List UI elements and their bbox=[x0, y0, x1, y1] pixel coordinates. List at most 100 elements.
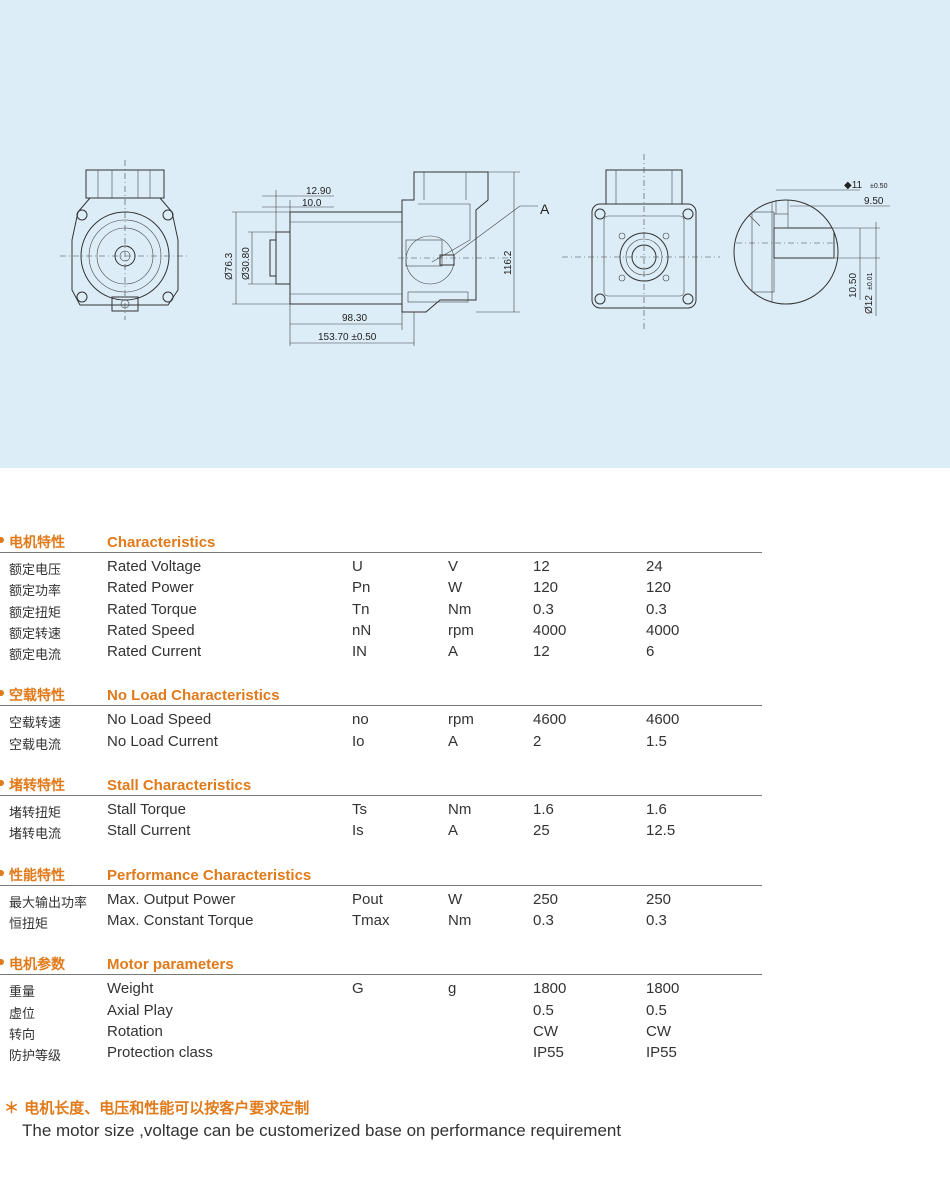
param-name-en: Max. Constant Torque bbox=[107, 911, 254, 929]
value-24v: 250 bbox=[646, 890, 672, 908]
param-name-cn: 额定功率 bbox=[9, 584, 62, 600]
param-name-en: Rated Speed bbox=[107, 621, 195, 639]
param-name-en: Weight bbox=[107, 980, 154, 998]
value-12v: 0.3 bbox=[533, 911, 554, 929]
bullet-icon bbox=[0, 780, 4, 787]
value-24v: 12.5 bbox=[646, 822, 676, 840]
section-divider bbox=[0, 974, 762, 976]
note-english: The motor size ,voltage can be customeri… bbox=[22, 1121, 622, 1140]
dim-11-tol: ±0.50 bbox=[870, 183, 888, 190]
dim-10-0: 10.0 bbox=[302, 198, 322, 209]
section-title-cn: 空载特性 bbox=[9, 688, 65, 705]
param-name-en: Protection class bbox=[107, 1044, 213, 1062]
param-name-cn: 堵转电流 bbox=[9, 827, 62, 843]
value-12v: 120 bbox=[533, 579, 559, 597]
label-a: A bbox=[540, 201, 550, 217]
param-unit: Nm bbox=[448, 911, 472, 929]
value-12v: 4000 bbox=[533, 621, 567, 639]
value-24v: 1800 bbox=[646, 980, 680, 998]
param-name-cn: 额定电压 bbox=[9, 563, 62, 578]
param-name-cn: 最大输出功率 bbox=[9, 895, 88, 911]
value-24v: 1.5 bbox=[646, 732, 667, 750]
value-24v: 0.5 bbox=[646, 1001, 667, 1019]
param-name-en: Max. Output Power bbox=[107, 890, 236, 908]
dim-10-50: 10.50 bbox=[848, 273, 859, 298]
param-symbol: Tmax bbox=[352, 911, 390, 929]
dim-12-90: 12.90 bbox=[306, 186, 331, 197]
value-24v: 4600 bbox=[646, 711, 680, 729]
dim-9-50: 9.50 bbox=[864, 196, 884, 207]
bullet-icon bbox=[0, 690, 4, 697]
param-name-en: Rated Voltage bbox=[107, 558, 202, 575]
output-face-view bbox=[562, 154, 720, 330]
param-name-en: Rated Power bbox=[107, 579, 194, 597]
value-12v: 4600 bbox=[533, 711, 567, 729]
param-unit: W bbox=[448, 890, 463, 908]
param-unit: A bbox=[448, 822, 459, 840]
section-title-en: Motor parameters bbox=[107, 956, 234, 974]
front-view bbox=[60, 160, 190, 320]
bullet-icon bbox=[0, 959, 4, 966]
section-divider bbox=[0, 552, 762, 553]
param-symbol: Io bbox=[352, 732, 365, 750]
param-unit: A bbox=[448, 732, 459, 750]
param-name-en: Rated Torque bbox=[107, 600, 197, 618]
param-unit: Nm bbox=[448, 801, 472, 819]
dim-12-tol: ±0.01 bbox=[867, 272, 874, 290]
section-title-en: No Load Characteristics bbox=[107, 687, 280, 705]
section-title-en: Stall Characteristics bbox=[107, 777, 252, 795]
param-name-en: Rated Current bbox=[107, 643, 202, 661]
value-12v: CW bbox=[533, 1022, 558, 1040]
param-name-cn: 重量 bbox=[9, 985, 36, 1001]
value-12v: 250 bbox=[533, 890, 559, 908]
param-name-cn: 堵转扭矩 bbox=[9, 806, 62, 822]
param-name-en: No Load Speed bbox=[107, 711, 212, 729]
param-name-cn: 空载电流 bbox=[9, 737, 62, 753]
param-name-en: Stall Current bbox=[107, 822, 191, 840]
value-12v: 12 bbox=[533, 643, 550, 661]
value-24v: 120 bbox=[646, 579, 672, 597]
section-divider bbox=[0, 795, 762, 797]
param-name-en: Rotation bbox=[107, 1022, 163, 1040]
dim-30-80: Ø30.80 bbox=[241, 247, 252, 280]
value-12v: IP55 bbox=[533, 1044, 564, 1062]
value-12v: 1.6 bbox=[533, 801, 554, 819]
param-name-en: No Load Current bbox=[107, 732, 218, 750]
param-symbol: G bbox=[352, 980, 364, 998]
param-symbol: IN bbox=[352, 643, 367, 661]
value-12v: 0.3 bbox=[533, 600, 554, 618]
value-24v: 0.3 bbox=[646, 911, 667, 929]
value-12v: 25 bbox=[533, 822, 550, 840]
param-name-cn: 转向 bbox=[9, 1027, 36, 1043]
param-name-cn: 额定扭矩 bbox=[9, 605, 62, 621]
value-24v: 1.6 bbox=[646, 801, 667, 819]
param-name-en: Axial Play bbox=[107, 1001, 173, 1019]
motor-dimension-drawing: A 12.90 10.0 Ø76.3 Ø30.80 98.30 153 bbox=[60, 154, 890, 346]
spec-section: 空载特性 No Load Characteristics 空载转速 No Load S… bbox=[0, 681, 950, 753]
param-unit: Nm bbox=[448, 600, 472, 618]
value-24v: 0.3 bbox=[646, 600, 667, 618]
section-title-cn: 电机特性 bbox=[9, 535, 65, 551]
param-symbol: Ts bbox=[352, 801, 367, 819]
param-name-cn: 空载转速 bbox=[9, 716, 62, 732]
bullet-icon bbox=[0, 869, 4, 876]
dim-11: ◆11 bbox=[844, 180, 863, 191]
value-24v: 6 bbox=[646, 643, 655, 661]
